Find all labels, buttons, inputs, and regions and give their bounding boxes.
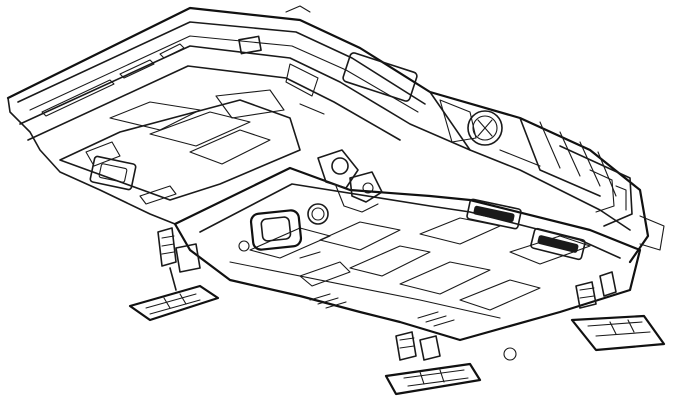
nose-section xyxy=(429,91,665,251)
landing-gear-left xyxy=(128,227,220,322)
sensor-turret xyxy=(238,203,329,259)
landing-gear-center xyxy=(384,331,517,396)
lower-deck xyxy=(173,166,642,342)
hull-plating xyxy=(59,89,301,205)
central-mechanism xyxy=(317,149,383,213)
dark-vents xyxy=(466,198,586,261)
landing-gear-right xyxy=(570,271,666,352)
upper-hull xyxy=(6,5,650,264)
